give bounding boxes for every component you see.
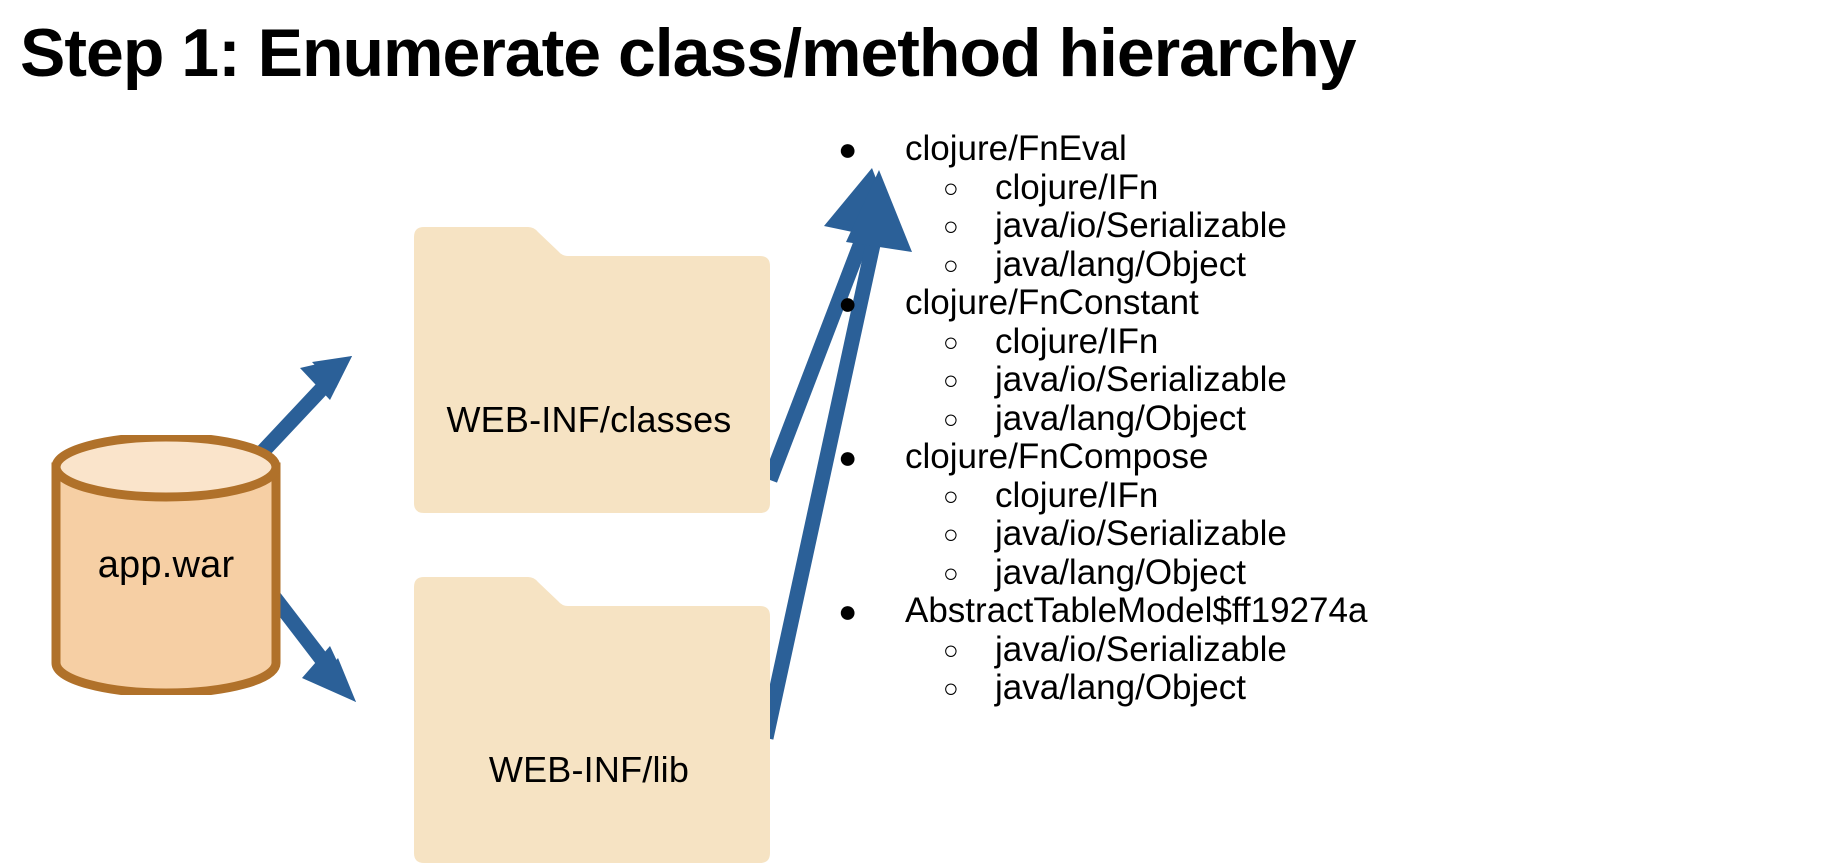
folder-web-inf-classes[interactable]: WEB-INF/classes [408,225,770,515]
hierarchy-class-name: clojure/FnConstant [905,283,1199,322]
hierarchy-class-name: clojure/FnEval [905,129,1127,168]
hierarchy-class-name: clojure/FnCompose [905,437,1209,476]
hierarchy-supertype-item[interactable]: ○ clojure/IFn [905,475,1780,516]
bullet-filled-icon: ● [838,285,858,321]
hierarchy-supertype-name: java/io/Serializable [995,206,1287,245]
hierarchy-class-item[interactable]: ● clojure/FnConstant ○ clojure/IFn ○ java/io/… [820,283,1780,439]
folder-web-inf-lib[interactable]: WEB-INF/lib [408,575,770,865]
hierarchy-class-item[interactable]: ● clojure/FnCompose ○ clojure/IFn ○ java/io/S… [820,437,1780,593]
bullet-hollow-icon: ○ [943,211,959,241]
hierarchy-supertype-name: java/io/Serializable [995,514,1287,553]
bullet-hollow-icon: ○ [943,172,959,203]
cylinder-shape [51,435,281,695]
bullet-hollow-icon: ○ [943,403,959,434]
hierarchy-class-item[interactable]: ● clojure/FnEval ○ clojure/IFn ○ java/io/Seri… [820,129,1780,285]
bullet-hollow-icon: ○ [943,634,959,665]
folder-label: WEB-INF/lib [488,749,690,790]
hierarchy-supertype-name: java/lang/Object [995,668,1246,707]
hierarchy-supertype-name: clojure/IFn [995,167,1159,207]
hierarchy-supertype-item[interactable]: ○ java/io/Serializable [905,514,1780,554]
hierarchy-class-item[interactable]: ● AbstractTableModel$ff19274a ○ java/io/Ser… [820,591,1780,708]
bullet-hollow-icon: ○ [943,673,959,703]
bullet-hollow-icon: ○ [943,249,959,280]
cylinder-app-war[interactable]: app.war [50,435,282,695]
bullet-filled-icon: ● [838,131,858,167]
bullet-hollow-icon: ○ [943,365,959,395]
class-hierarchy-list: ● clojure/FnEval ○ clojure/IFn ○ java/io/Seri… [820,129,1780,708]
page-title: Step 1: Enumerate class/method hierarchy [20,15,1357,91]
bullet-hollow-icon: ○ [943,519,959,549]
folder-shape [414,577,770,863]
bullet-hollow-icon: ○ [943,480,959,511]
hierarchy-supertype-item[interactable]: ○ clojure/IFn [905,321,1780,362]
hierarchy-supertype-item[interactable]: ○ java/io/Serializable [905,360,1780,400]
hierarchy-supertype-item[interactable]: ○ java/lang/Object [905,244,1780,285]
folder-label: WEB-INF/classes [446,399,732,440]
folder-shape [414,227,770,513]
hierarchy-supertype-name: clojure/IFn [995,321,1159,361]
hierarchy-supertype-item[interactable]: ○ java/io/Serializable [905,629,1780,670]
hierarchy-supertype-list: ○ clojure/IFn ○ java/io/Serializable ○ java/l… [905,167,1780,285]
hierarchy-supertype-name: clojure/IFn [995,475,1159,515]
bullet-filled-icon: ● [838,593,858,629]
cylinder-label: app.war [97,543,235,586]
hierarchy-supertype-list: ○ clojure/IFn ○ java/io/Serializable ○ java/l… [905,475,1780,593]
hierarchy-supertype-name: java/io/Serializable [995,629,1287,669]
diagram-canvas: app.war WEB-INF/classes WEB-INF/lib ● clo… [0,129,1840,863]
hierarchy-supertype-item[interactable]: ○ java/lang/Object [905,668,1780,708]
bullet-filled-icon: ● [838,439,858,475]
hierarchy-supertype-item[interactable]: ○ java/lang/Object [905,398,1780,439]
hierarchy-supertype-item[interactable]: ○ java/lang/Object [905,552,1780,593]
hierarchy-supertype-name: java/lang/Object [995,244,1246,284]
bullet-hollow-icon: ○ [943,326,959,357]
hierarchy-supertype-item[interactable]: ○ java/io/Serializable [905,206,1780,246]
hierarchy-supertype-name: java/io/Serializable [995,360,1287,399]
hierarchy-supertype-list: ○ java/io/Serializable ○ java/lang/Object [905,629,1780,708]
hierarchy-root-list: ● clojure/FnEval ○ clojure/IFn ○ java/io/Seri… [820,129,1780,708]
bullet-hollow-icon: ○ [943,557,959,588]
hierarchy-supertype-name: java/lang/Object [995,552,1246,592]
hierarchy-class-name: AbstractTableModel$ff19274a [905,591,1368,630]
hierarchy-supertype-item[interactable]: ○ clojure/IFn [905,167,1780,208]
hierarchy-supertype-list: ○ clojure/IFn ○ java/io/Serializable ○ java/l… [905,321,1780,439]
hierarchy-supertype-name: java/lang/Object [995,398,1246,438]
